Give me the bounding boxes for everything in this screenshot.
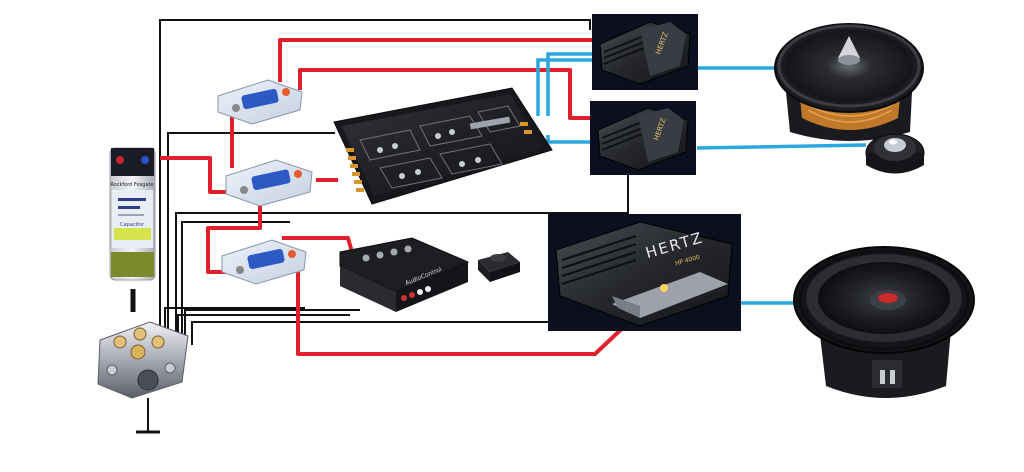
power-wire-fuse3-to-loc bbox=[282, 236, 354, 253]
signal-wire-2 bbox=[546, 52, 592, 116]
amplifier-1: HERTZ bbox=[592, 14, 698, 90]
ground-wire-loc bbox=[184, 309, 360, 345]
component-woofer bbox=[774, 23, 924, 141]
power-wire-fuse2-to-fuse3 bbox=[206, 200, 262, 274]
ground-wire-upper-amp bbox=[159, 19, 591, 345]
power-wire-fuse1-to-amp1 bbox=[278, 38, 595, 82]
capacitor: Rockford Fosgate Capacitor bbox=[109, 147, 156, 281]
crossover-processor bbox=[333, 87, 553, 205]
fuse-holder-2 bbox=[225, 159, 313, 207]
signal-wire-1 bbox=[536, 58, 592, 116]
sub-amplifier: HERTZ HP 4000 bbox=[548, 214, 741, 331]
ground-wire-mid-amp bbox=[175, 175, 629, 345]
fuse-holder-1 bbox=[217, 79, 303, 125]
power-wiring bbox=[160, 38, 667, 356]
power-wire-fuse1b-to-amp1 bbox=[298, 68, 592, 120]
distribution-block bbox=[97, 321, 189, 399]
ground-wiring bbox=[130, 19, 629, 434]
capacitor-brand: Rockford Fosgate bbox=[110, 182, 153, 188]
capacitor-label: Capacitor bbox=[120, 222, 145, 228]
ground-wire-loc-2 bbox=[177, 314, 350, 345]
amplifier-2: HERTZ bbox=[590, 101, 696, 175]
fuse-holder-3 bbox=[221, 239, 307, 285]
remote-bass-knob bbox=[478, 252, 520, 282]
speaker-wiring bbox=[536, 52, 867, 305]
signal-wire-3 bbox=[546, 135, 590, 144]
power-wire-cap-to-fuse2 bbox=[160, 156, 228, 194]
ground-wire-processor-top bbox=[167, 132, 335, 345]
line-output-converter: AudioControl bbox=[339, 237, 520, 312]
speaker-wire-tweeter bbox=[696, 143, 867, 150]
subwoofer bbox=[793, 246, 975, 398]
ground-wire-crossover bbox=[181, 221, 290, 345]
ground-wire-sub-amp bbox=[191, 321, 548, 345]
tweeter bbox=[865, 133, 925, 174]
